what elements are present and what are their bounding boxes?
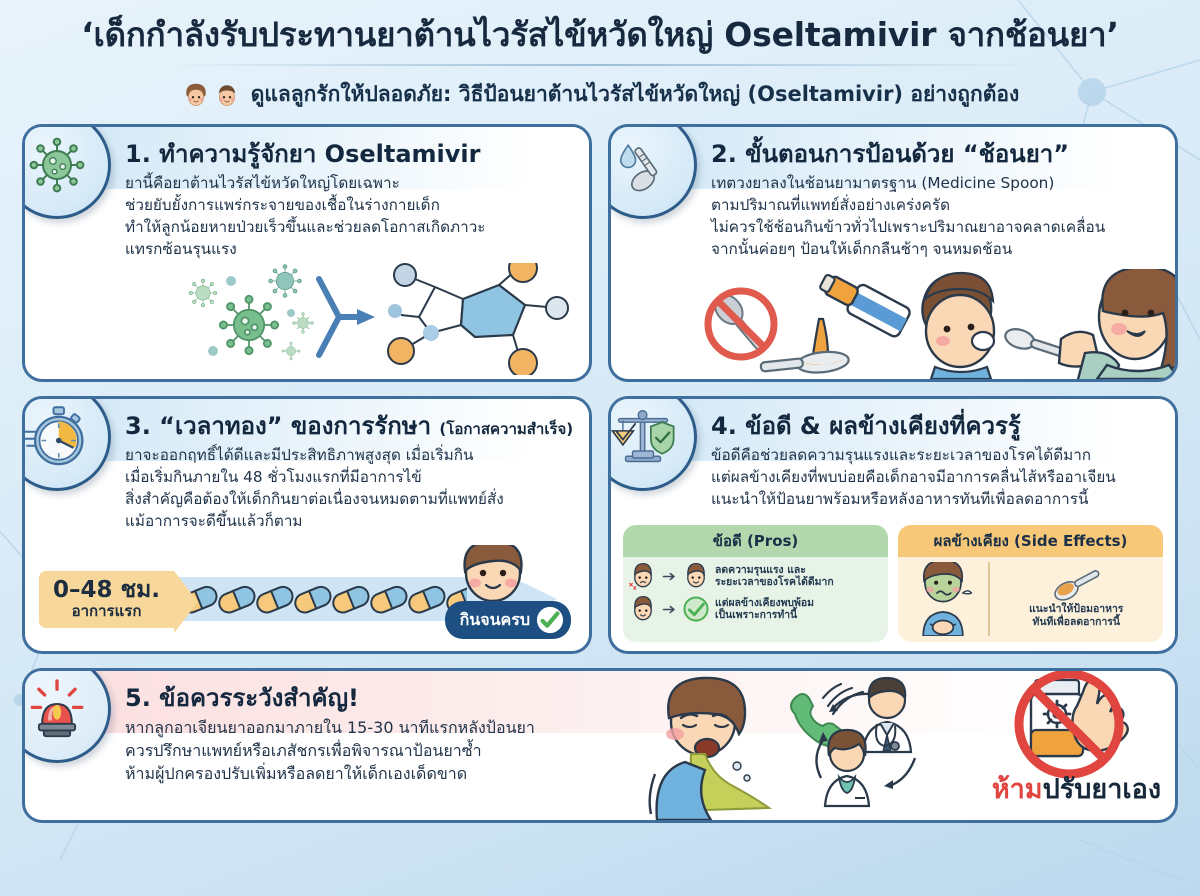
consult-professionals-diagram: [790, 677, 917, 808]
pros-row-text: ลดความรุนแรง และ ระยะเวลาของโรคได้ดีมาก: [715, 563, 834, 589]
card-title: 5. ข้อควรระวังสำคัญ!: [125, 684, 359, 713]
card-know-the-drug: 1. ทำความรู้จักยา Oseltamivir ยานี้คือยา…: [22, 124, 592, 383]
card-golden-time: 3. “เวลาทอง” ของการรักษา (โอกาสความสำเร็…: [22, 396, 592, 655]
pharmacist-icon: [823, 729, 871, 808]
card-title: 2. ขั้นตอนการป้อนด้วย “ช้อนยา”: [711, 140, 1070, 169]
hours-badge: 0–48 ชม. อาการแรก: [39, 571, 199, 634]
card-headband: [25, 399, 589, 462]
card-icon-circle: [611, 127, 697, 220]
card-body: 2. ขั้นตอนการป้อนด้วย “ช้อนยา” เทตวงยาลง…: [611, 127, 1175, 260]
card-body: 3. “เวลาทอง” ของการรักษา (โอกาสความสำเร็…: [25, 399, 589, 532]
arrow-right-icon: [662, 605, 675, 613]
subtitle-row: ดูแลลูกรักให้ปลอดภัย: วิธีป้อนยาต้านไวรั…: [30, 78, 1170, 111]
capsule-row: [180, 586, 467, 614]
mother-with-spoon-illustration: [1004, 269, 1175, 380]
pros-rows: ลดความรุนแรง และ ระยะเวลาของโรคได้ดีมาก: [629, 562, 882, 623]
title-divider: [160, 64, 1040, 67]
kid-faces-group: [181, 80, 242, 110]
child-open-mouth-illustration: [921, 272, 996, 380]
girl-face-icon: [186, 83, 206, 106]
panel-divider: [988, 562, 990, 637]
no-tablespoon-icon: [704, 287, 778, 361]
card-description: เทตวงยาลงในช้อนยามาตรฐาน (Medicine Spoon…: [711, 174, 1106, 258]
nauseous-child-icon: [922, 562, 973, 637]
pros-heading: ข้อดี (Pros): [623, 525, 888, 558]
warning-dark-part: ปรับยาเอง: [1042, 774, 1161, 806]
pros-panel: ข้อดี (Pros): [623, 525, 888, 643]
card-title-suffix: (โอกาสความสำเร็จ): [439, 420, 574, 439]
pros-row-text: แต่ผลข้างเคียงพบพ้อม เป็นเพราะการทำนี้: [715, 596, 814, 622]
pros-cons-panels: ข้อดี (Pros): [623, 525, 1163, 643]
side-effects-note: แนะนำให้ป้อมอาหาร ทันทีเพื่อลดอาการนี้: [1029, 603, 1124, 629]
medicine-spoon-drop-icon: [619, 144, 658, 192]
spoon-with-food-icon: [1054, 570, 1100, 601]
treatment-timeline: 0–48 ชม. อาการแรก กินจนครบ: [37, 545, 579, 643]
card-description: ยานี้คือยาต้านไวรัสไข้หวัดใหญ่โดยเฉพาะ ช…: [125, 174, 486, 258]
balance-scale-shield-icon: [611, 410, 675, 463]
card-headband: [25, 127, 589, 190]
pros-content: ลดความรุนแรง และ ระยะเวลาของโรคได้ดีมาก: [623, 557, 888, 629]
card-title-main: 3. “เวลาทอง” ของการรักษา: [125, 412, 432, 441]
card-description: ข้อดีคือช่วยลดความรุนแรงและระยะเวลาของโร…: [711, 446, 1116, 508]
card-headband: [25, 671, 1175, 734]
card-body: 4. ข้อดี & ผลข้างเคียงที่ควรรู้ ข้อดีคือ…: [611, 399, 1175, 510]
hours-badge-value: 0–48 ชม.: [53, 577, 161, 604]
completion-badge-label: กินจนครบ: [459, 609, 530, 629]
virus-to-molecule-diagram: [188, 263, 569, 376]
pros-row: แต่ผลข้างเคียงพบพ้อม เป็นเพราะการทำนี้: [629, 595, 882, 623]
completion-badge: กินจนครบ: [444, 601, 571, 640]
check-circle-icon: [536, 607, 564, 634]
doctor-icon: [861, 677, 913, 754]
card-title: 1. ทำความรู้จักยา Oseltamivir: [125, 140, 481, 169]
card-how-to-give: 2. ขั้นตอนการป้อนด้วย “ช้อนยา” เทตวงยาลง…: [608, 124, 1178, 383]
arrow-right-icon: [662, 572, 675, 580]
pouring-syrup-illustration: [759, 274, 911, 374]
page-header: ‘เด็กกำลังรับประทานยาต้านไวรัสไข้หวัดใหญ…: [0, 0, 1200, 111]
card-description: หากลูกอาเจียนยาออกมาภายใน 15-30 นาทีแรกห…: [125, 718, 535, 783]
card-body: 5. ข้อควรระวังสำคัญ! หากลูกอาเจียนยาออกม…: [25, 671, 1175, 785]
molecule-structure: [387, 263, 569, 376]
no-self-adjust-warning: ห้ามปรับยาเอง: [992, 767, 1161, 810]
virus-icon: [29, 137, 85, 193]
green-phone-icon: [790, 693, 845, 748]
side-effects-content: แนะนำให้ป้อมอาหาร ทันทีเพื่อลดอาการนี้: [898, 557, 1163, 642]
vomiting-child-illustration: [648, 677, 772, 821]
card-body: 1. ทำความรู้จักยา Oseltamivir ยานี้คือยา…: [25, 127, 589, 260]
card-headband: [611, 399, 1175, 462]
cards-grid: 1. ทำความรู้จักยา Oseltamivir ยานี้คือยา…: [22, 124, 1178, 824]
child-face-icon: [634, 596, 652, 621]
card-title: 4. ข้อดี & ผลข้างเคียงที่ควรรู้: [711, 412, 1021, 441]
page-title: ‘เด็กกำลังรับประทานยาต้านไวรัสไข้หวัดใหญ…: [81, 15, 1119, 54]
card-title: 3. “เวลาทอง” ของการรักษา (โอกาสความสำเร็…: [125, 411, 573, 442]
hours-badge-label: อาการแรก: [71, 602, 142, 621]
side-effects-panel: ผลข้างเคียง (Side Effects): [898, 525, 1163, 643]
sick-child-face-icon: [629, 563, 652, 591]
no-adjust-medicine-bottle-icon: [1014, 671, 1129, 779]
green-check-circle-icon: [683, 596, 709, 622]
alarm-siren-icon: [30, 679, 84, 738]
card-pros-and-side-effects: 4. ข้อดี & ผลข้างเคียงที่ควรรู้ ข้อดีคือ…: [608, 396, 1178, 655]
side-effects-heading: ผลข้างเคียง (Side Effects): [898, 525, 1163, 558]
no-tablespoon-pour-syrup-mother-feeding-child: [704, 269, 1175, 380]
page-subtitle: ดูแลลูกรักให้ปลอดภัย: วิธีป้อนยาต้านไวรั…: [250, 82, 1020, 107]
boy-face-icon: [218, 85, 235, 106]
card-description: ยาจะออกฤทธิ์ได้ดีและมีประสิทธิภาพสูงสุด …: [125, 446, 504, 530]
stopwatch-icon: [25, 406, 84, 466]
card-important-cautions: 5. ข้อควรระวังสำคัญ! หากลูกอาเจียนยาออกม…: [22, 668, 1178, 824]
warning-red-part: ห้าม: [991, 774, 1043, 806]
healthy-child-face-icon: [687, 563, 705, 588]
pros-row: ลดความรุนแรง และ ระยะเวลาของโรคได้ดีมาก: [629, 562, 882, 591]
vomiting-child-phone-doctor-pharmacist: [648, 677, 917, 821]
